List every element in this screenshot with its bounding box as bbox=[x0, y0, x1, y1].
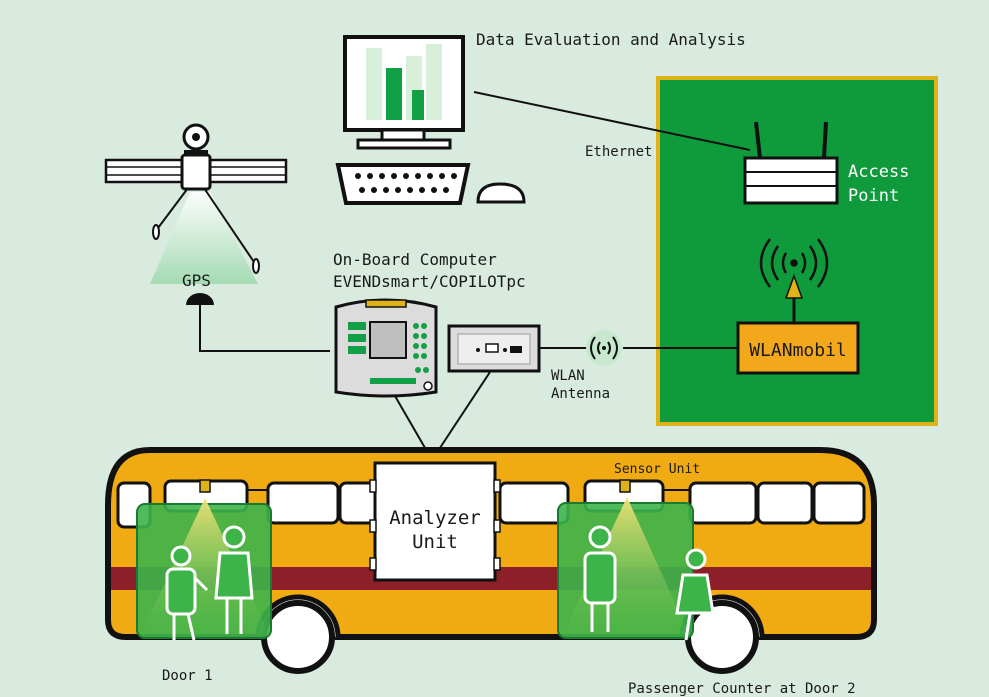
sensor-unit-label: Sensor Unit bbox=[614, 462, 700, 477]
wifi-icon bbox=[759, 238, 829, 288]
gps-cable bbox=[199, 305, 330, 352]
computer-icon bbox=[335, 35, 526, 205]
passenger-icon bbox=[165, 525, 254, 641]
modem-to-analyzer-line bbox=[431, 371, 491, 461]
door1-zone bbox=[136, 479, 272, 639]
router-icon bbox=[743, 121, 839, 205]
wlanmobil-box bbox=[736, 321, 860, 375]
wlanmobil-label: WLANmobil bbox=[749, 340, 847, 361]
wlan-antenna-label-1: WLAN bbox=[551, 368, 585, 384]
wlan-antenna-icon bbox=[586, 330, 622, 366]
analyzer-label-1: Analyzer bbox=[389, 507, 481, 529]
wlan-modem-icon bbox=[447, 324, 541, 373]
door2-zone bbox=[557, 479, 694, 639]
data-evaluation-label: Data Evaluation and Analysis bbox=[476, 30, 746, 49]
analyzer-unit-box bbox=[369, 461, 501, 582]
onboard-label-1: On-Board Computer bbox=[333, 250, 497, 269]
gps-receiver-icon bbox=[186, 293, 214, 305]
passenger-counter-label: Passenger Counter at Door 2 bbox=[628, 681, 856, 697]
door1-label: Door 1 bbox=[162, 668, 213, 684]
ethernet-label: Ethernet bbox=[585, 144, 652, 160]
wlan-antenna-label-2: Antenna bbox=[551, 386, 610, 402]
gps-label: GPS bbox=[182, 271, 211, 290]
access-point-label-2: Point bbox=[848, 186, 899, 206]
ethernet-line bbox=[473, 91, 751, 151]
onboard-computer-icon bbox=[334, 298, 438, 398]
access-point-label-1: Access bbox=[848, 162, 909, 182]
satellite-icon bbox=[104, 123, 288, 284]
analyzer-label-2: Unit bbox=[412, 531, 458, 553]
passenger-icon bbox=[583, 525, 715, 641]
onboard-label-2: EVENDsmart/COPILOTpc bbox=[333, 272, 526, 291]
uplink-arrow bbox=[784, 273, 804, 323]
